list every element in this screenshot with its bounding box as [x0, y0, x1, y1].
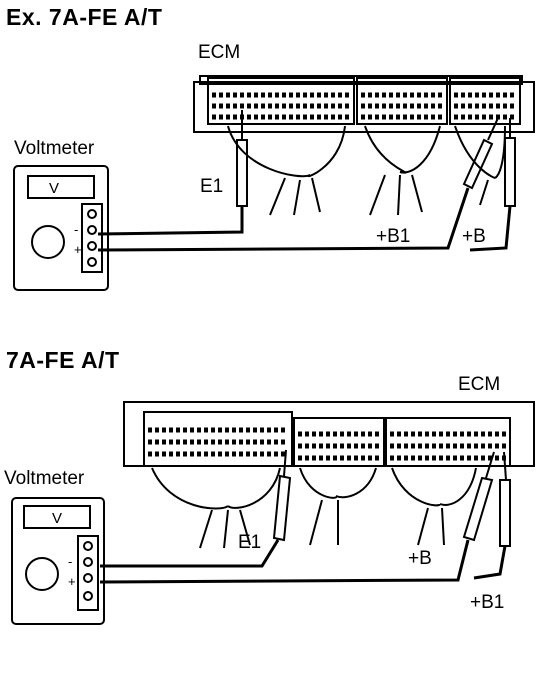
diagram-2-terminal-e1-label: E1: [238, 532, 262, 553]
diagram-1-connector-3: [449, 77, 521, 125]
diagram-1-terminal-e1-label: E1: [200, 176, 224, 197]
diagram-2-connector-1: [143, 411, 293, 467]
diagram-2-ecm-label: ECM: [458, 374, 501, 395]
diagram-2-voltmeter-display: V: [52, 510, 62, 527]
diagram-2-connector-3: [385, 417, 511, 467]
diagram-2-heading: 7A-FE A/T: [6, 347, 120, 373]
diagram-1-ecm-top-flange: [199, 75, 523, 85]
diagram-2-meter-pos-sign: +: [68, 574, 76, 589]
diagram-1-meter-pos-sign: +: [74, 242, 82, 257]
diagram-2-connector-2: [293, 417, 385, 467]
diagram-1-connector-2: [356, 77, 448, 125]
diagram-2-voltmeter: [11, 497, 105, 625]
diagram-1-voltmeter-display: V: [49, 180, 59, 197]
diagram-2-meter-neg-sign: -: [68, 554, 72, 569]
diagram-1-ecm-label: ECM: [198, 42, 241, 63]
diagram-1-voltmeter-label: Voltmeter: [14, 138, 95, 159]
diagram-2-terminal-b1-label: +B1: [470, 592, 505, 613]
diagram-2-terminal-b-label: +B: [408, 548, 432, 569]
diagram-1-ecm-housing: [193, 81, 535, 133]
diagram-1-terminal-b1-label: +B1: [376, 226, 411, 247]
diagram-1-voltmeter: [13, 165, 109, 291]
diagram-1-artwork: [13, 75, 535, 291]
diagram-1-terminal-b-label: +B: [462, 226, 486, 247]
diagram-2-probe-e1: [272, 449, 292, 542]
diagram-2-probe-b: [462, 451, 495, 542]
diagram-2-artwork: [11, 401, 535, 625]
diagram-1-connector-1: [207, 77, 355, 125]
diagram-2-voltmeter-label: Voltmeter: [4, 468, 85, 489]
diagram-1-test-leads: [97, 187, 512, 252]
diagram-2-test-leads: [99, 539, 507, 584]
diagram-1-heading: Ex. 7A-FE A/T: [6, 4, 163, 30]
diagram-1-meter-neg-sign: -: [74, 222, 78, 237]
diagram-2-wire-harness: [151, 467, 477, 549]
diagram-1-probe-b1: [462, 117, 499, 190]
